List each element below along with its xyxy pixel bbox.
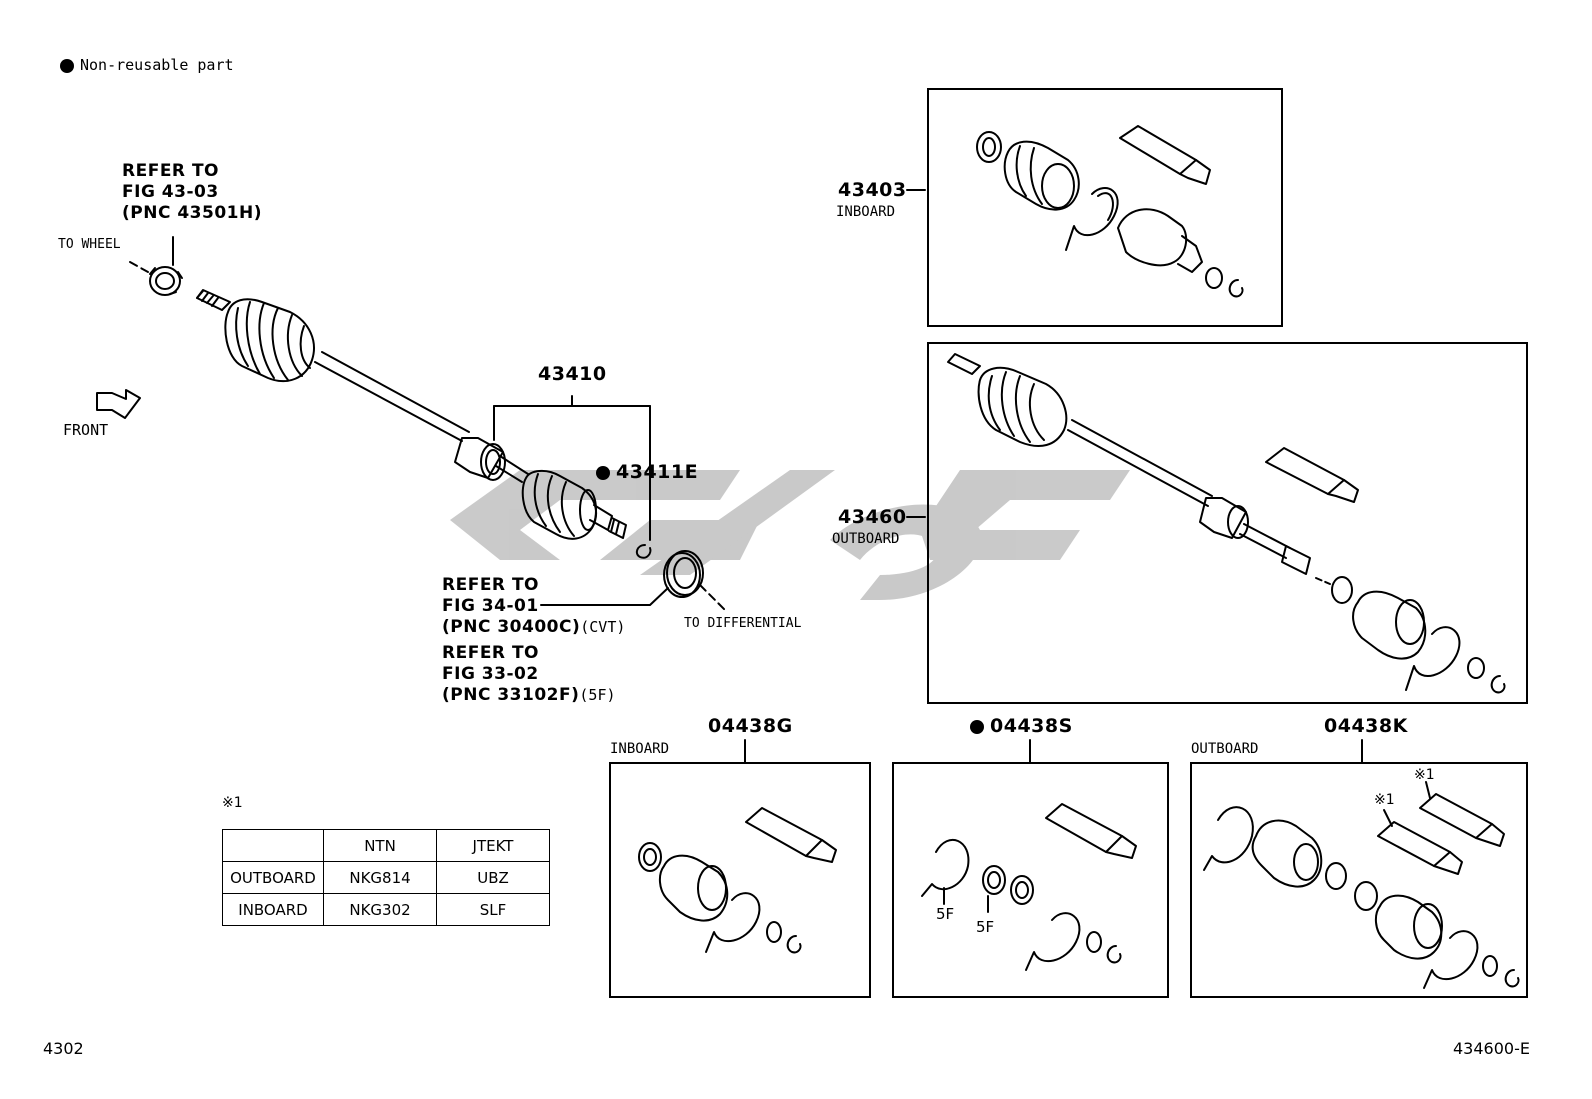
table-note: ※1 bbox=[222, 795, 243, 811]
legend-label: Non-reusable part bbox=[80, 56, 234, 74]
axle-nut bbox=[149, 266, 183, 296]
kit-43460-parts bbox=[947, 353, 1506, 694]
kit-04438s-number: 04438S bbox=[970, 717, 1073, 736]
kit-04438g-sub: INBOARD bbox=[610, 741, 670, 757]
refer-5f-line1: REFER TO bbox=[442, 643, 539, 663]
kit-04438s-parts bbox=[921, 803, 1137, 971]
refer-cvt-line2: FIG 34-01 bbox=[442, 596, 539, 616]
main-driveshaft bbox=[129, 236, 726, 611]
table-row: INBOARD NKG302 SLF bbox=[222, 893, 550, 926]
kit-43460-sub: OUTBOARD bbox=[832, 531, 900, 547]
bracket-43410 bbox=[493, 395, 651, 541]
table-cell: NKG302 bbox=[323, 893, 437, 926]
kit-04438s-box bbox=[892, 762, 1169, 998]
table-cell: UBZ bbox=[436, 861, 550, 894]
refer-cvt-line3: (PNC 30400C)(CVT) bbox=[442, 619, 625, 636]
kit-04438g-number: 04438G bbox=[708, 715, 793, 737]
table-cell: NKG814 bbox=[323, 861, 437, 894]
non-reusable-dot-icon bbox=[60, 58, 74, 73]
kit-43403-parts bbox=[976, 125, 1244, 298]
refer-cvt-line1: REFER TO bbox=[442, 575, 539, 595]
kit-04438k-note-a: ※1 bbox=[1414, 767, 1435, 783]
table-cell: OUTBOARD bbox=[222, 861, 324, 894]
front-label: FRONT bbox=[63, 421, 109, 439]
footer-right: 434600-E bbox=[1453, 1039, 1530, 1058]
kit-04438k-sub: OUTBOARD bbox=[1191, 741, 1259, 757]
front-arrow-icon bbox=[96, 389, 141, 419]
refer-5f-line3: (PNC 33102F)(5F) bbox=[442, 687, 616, 704]
kit-43403-number: 43403 bbox=[838, 179, 907, 201]
table-header-cell: NTN bbox=[323, 829, 437, 862]
refer-5f-suffix: (5F) bbox=[579, 686, 616, 704]
legend: Non-reusable part bbox=[60, 58, 234, 73]
table-header-cell bbox=[222, 829, 324, 862]
refer-5f-line2: FIG 33-02 bbox=[442, 664, 539, 684]
kit-04438k-parts bbox=[1203, 781, 1520, 989]
part-number-43411e-text: 43411E bbox=[616, 461, 699, 483]
to-differential-label: TO DIFFERENTIAL bbox=[684, 616, 802, 631]
refer-wheel-line3: (PNC 43501H) bbox=[122, 203, 262, 223]
kit-04438s-number-text: 04438S bbox=[990, 715, 1073, 737]
kit-43403-sub: INBOARD bbox=[836, 204, 896, 220]
non-reusable-dot-icon bbox=[970, 719, 984, 734]
refer-wheel-line1: REFER TO bbox=[122, 161, 219, 181]
kit-43460-number: 43460 bbox=[838, 506, 907, 528]
kit-43403-box bbox=[927, 88, 1283, 327]
to-wheel-label: TO WHEEL bbox=[58, 237, 121, 252]
part-number-43410: 43410 bbox=[538, 363, 607, 385]
refer-5f-pnc: (PNC 33102F) bbox=[442, 685, 580, 705]
kit-04438s-5f-a: 5F bbox=[936, 905, 955, 923]
table-cell: INBOARD bbox=[222, 893, 324, 926]
non-reusable-dot-icon bbox=[596, 465, 610, 480]
kit-04438k-note-b: ※1 bbox=[1374, 792, 1395, 808]
table-header-cell: JTEKT bbox=[436, 829, 550, 862]
kit-04438s-5f-b: 5F bbox=[976, 918, 995, 936]
table-header-row: NTN JTEKT bbox=[222, 829, 550, 862]
kit-04438g-parts bbox=[638, 807, 837, 954]
reference-table: NTN JTEKT OUTBOARD NKG814 UBZ INBOARD NK… bbox=[222, 829, 550, 926]
kit-43460-box bbox=[927, 342, 1528, 704]
table-cell: SLF bbox=[436, 893, 550, 926]
refer-cvt-pnc: (PNC 30400C) bbox=[442, 617, 581, 637]
refer-cvt-suffix: (CVT) bbox=[580, 618, 626, 636]
kit-04438k-box bbox=[1190, 762, 1528, 998]
kit-04438g-box bbox=[609, 762, 871, 998]
part-number-43411e: 43411E bbox=[596, 463, 698, 482]
kit-04438k-number: 04438K bbox=[1324, 715, 1408, 737]
footer-left: 4302 bbox=[43, 1039, 84, 1058]
refer-wheel-line2: FIG 43-03 bbox=[122, 182, 219, 202]
table-row: OUTBOARD NKG814 UBZ bbox=[222, 861, 550, 894]
